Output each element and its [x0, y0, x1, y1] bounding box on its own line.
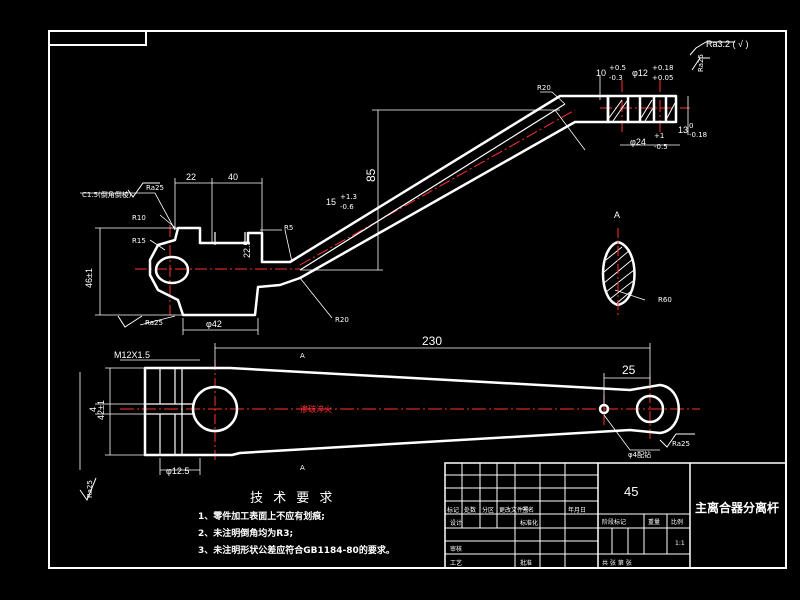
dim-15-tol-up: +1.3 — [340, 193, 357, 201]
label-r5: R5 — [284, 224, 293, 232]
dim-46: 46±1 — [84, 268, 94, 288]
dim-13-tol-up: 0 — [689, 122, 693, 130]
tb-scale: 比例 — [671, 518, 683, 526]
label-r60: R60 — [658, 296, 672, 304]
dim-15: 15 — [326, 197, 336, 207]
label-ra25-a: Ra25 — [146, 184, 164, 192]
dim-phi42: φ42 — [206, 319, 222, 329]
dim-15-tol-low: -0.6 — [340, 203, 354, 211]
tb-label-change: 更改文件号 — [499, 506, 529, 514]
tb-weight: 重量 — [648, 518, 660, 526]
label-r10: R10 — [132, 214, 146, 222]
roughness-top: Ra3.2 ( √ ) — [706, 39, 748, 49]
dim-42: 42±1 — [96, 400, 106, 420]
tb-approve: 批准 — [520, 559, 532, 567]
label-r20-top: R20 — [537, 84, 551, 92]
dim-230: 230 — [422, 334, 442, 348]
dim-10: 10 — [596, 68, 606, 78]
tb-sheets: 共 张 第 张 — [602, 559, 632, 567]
label-ra25-d: Ra25 — [86, 480, 94, 498]
dim-phi12: φ12 — [632, 68, 648, 78]
drawing-frame — [48, 30, 787, 569]
dim-85: 85 — [364, 168, 378, 182]
dim-40: 40 — [228, 172, 238, 182]
dim-4: 4 — [88, 407, 98, 412]
tb-label-date: 年月日 — [568, 506, 586, 514]
top-view: 22 40 46±1 φ42 22.5 85 15 +1.3 -0.6 R20 … — [80, 39, 748, 335]
dim-phi24-tol-up: +1 — [654, 132, 664, 140]
tb-part-name: 主离合器分离杆 — [695, 500, 779, 515]
dim-phi24-tol-low: -0.5 — [654, 143, 668, 151]
tb-scale-value: 1:1 — [675, 540, 685, 547]
dim-10-tol-low: -0.3 — [609, 74, 623, 82]
technical-notes: 技 术 要 求 1、零件加工表面上不应有划痕; 2、未注明倒角均为R3; 3、未… — [198, 491, 395, 556]
dim-25: 25 — [622, 363, 636, 377]
notes-item-2: 2、未注明倒角均为R3; — [198, 527, 293, 539]
tb-material: 45 — [624, 484, 638, 499]
label-ra25-b: Ra25 — [145, 319, 163, 327]
label-chamfer: C1.5(倒角倒棱) — [82, 190, 132, 199]
notes-title: 技 术 要 求 — [250, 491, 335, 506]
section-label: A — [614, 210, 620, 220]
notes-item-3: 3、未注明形状公差应符合GB1184-80的要求。 — [198, 544, 395, 556]
dim-phi12-5: φ12.5 — [166, 466, 189, 476]
tb-design: 设计 — [450, 519, 462, 527]
dim-m12: M12X1.5 — [114, 350, 150, 360]
dim-phi12-tol-low: +0.05 — [652, 74, 673, 82]
dim-13-tol-low: -0.18 — [689, 131, 707, 139]
dim-22-5: 22.5 — [242, 240, 252, 258]
tb-label-mark: 标记 — [447, 506, 459, 514]
tb-label-count: 处数 — [464, 506, 476, 514]
tb-label-sign: 签名 — [522, 506, 534, 514]
tb-standard: 标准化 — [520, 519, 538, 527]
dim-13: 13 — [678, 125, 688, 135]
label-ra25-c: Ra25 — [672, 440, 690, 448]
notes-item-1: 1、零件加工表面上不应有划痕; — [198, 510, 325, 522]
title-block: 标记 处数 分区 更改文件号 签名 年月日 设计 标准化 审核 工艺 批准 阶段… — [444, 462, 787, 569]
tb-review: 审核 — [450, 545, 462, 553]
roughness-right: Ra25 — [697, 54, 705, 72]
dim-phi4: φ4配钻 — [628, 450, 651, 459]
label-r20-low: R20 — [335, 316, 349, 324]
dim-22: 22 — [186, 172, 196, 182]
tb-stage: 阶段标记 — [602, 518, 626, 526]
front-view: M12X1.5 230 25 42±1 4 φ12.5 φ4配钻 Ra25 Ra… — [79, 334, 700, 502]
tb-label-zone: 分区 — [482, 506, 494, 514]
dim-phi12-tol-up: +0.18 — [652, 64, 673, 72]
tb-craft: 工艺 — [450, 559, 462, 567]
label-a1: A — [300, 352, 305, 360]
dim-phi24: φ24 — [630, 137, 646, 147]
dim-10-tol-up: +0.5 — [609, 64, 626, 72]
label-r15: R15 — [132, 237, 146, 245]
section-a: A R60 — [601, 210, 672, 318]
label-a2: A — [300, 464, 305, 472]
center-label: 渗碳淬火 — [300, 404, 332, 414]
